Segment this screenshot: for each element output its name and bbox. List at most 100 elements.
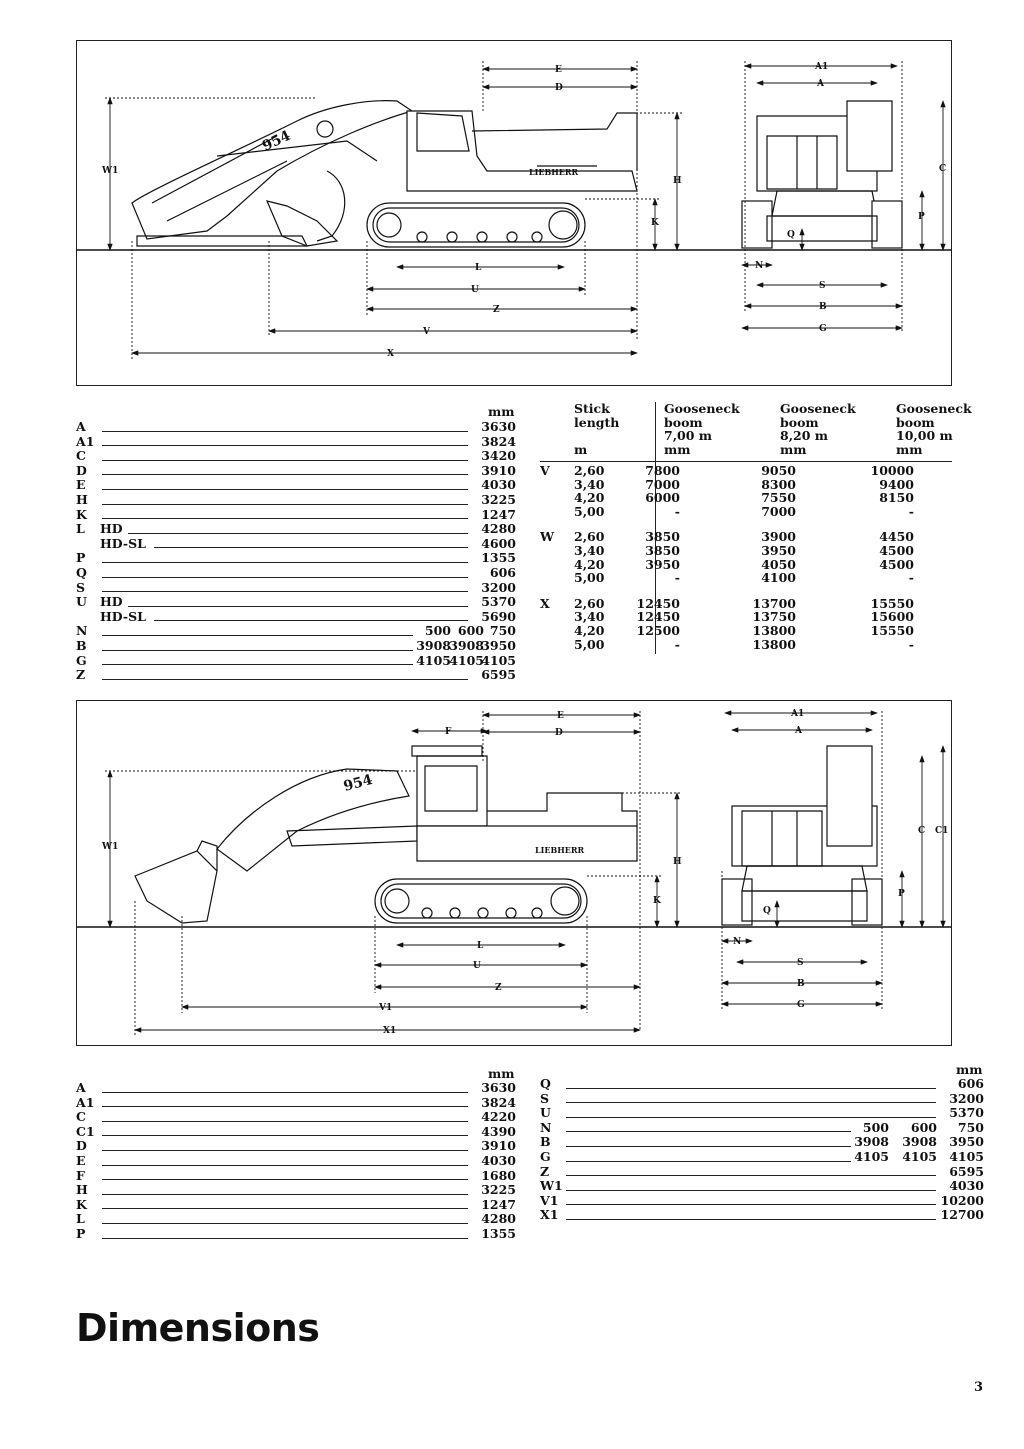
dim-row: C 4220 bbox=[76, 1110, 516, 1125]
dim2-label-d: D bbox=[555, 728, 563, 738]
diagram-backhoe-frame: LIEBHERR bbox=[76, 40, 952, 386]
dim-value: 5370 bbox=[481, 594, 516, 610]
dim-label: S bbox=[76, 579, 86, 595]
stick-value-a: 6000 bbox=[645, 490, 680, 506]
stick-value-a: 12450 bbox=[636, 609, 681, 625]
dim2-label-l: L bbox=[477, 941, 484, 951]
dim-value: 12700 bbox=[940, 1207, 985, 1223]
dim-leader-line bbox=[102, 518, 468, 520]
dim-label: N bbox=[76, 623, 88, 639]
dim-leader-line bbox=[102, 474, 468, 476]
stick-length: 4,20 bbox=[574, 556, 605, 572]
dim-leader-line bbox=[102, 503, 468, 505]
dim-value: 4105 bbox=[854, 1148, 889, 1164]
stick-value-b: 7000 bbox=[761, 503, 796, 519]
stick-value-a: 12500 bbox=[636, 623, 681, 638]
dim-label-g: G bbox=[819, 324, 827, 334]
g1-header-l1: Gooseneck bbox=[664, 401, 740, 416]
dim-leader-line bbox=[566, 1145, 851, 1147]
dim2-label-h: H bbox=[673, 857, 682, 867]
stick-value-b: 9050 bbox=[761, 463, 796, 478]
stick-value-c: 4500 bbox=[879, 543, 914, 558]
dim-label: Z bbox=[540, 1163, 550, 1179]
dim-label: C bbox=[76, 1109, 86, 1125]
dim-label: H bbox=[76, 1182, 88, 1198]
dim-leader-line bbox=[154, 547, 468, 549]
stick-length: 5,00 bbox=[574, 570, 605, 586]
stick-length: 4,20 bbox=[574, 490, 605, 506]
g3-header-l4: mm bbox=[896, 441, 923, 457]
stick-group-label: W bbox=[540, 529, 555, 545]
dim-label-h: H bbox=[673, 176, 682, 186]
stick-length: 3,40 bbox=[574, 543, 605, 558]
g2-header-l1: Gooseneck bbox=[780, 401, 856, 416]
stick-value-a: 12450 bbox=[636, 595, 681, 611]
stick-value-b: 3900 bbox=[761, 529, 796, 545]
dim-label-v: V bbox=[422, 327, 431, 337]
dim-label: C1 bbox=[76, 1123, 95, 1139]
dim-label-b: B bbox=[819, 302, 827, 312]
dim-leader-line bbox=[102, 634, 413, 636]
dim-value: 3630 bbox=[481, 419, 516, 434]
dim-label-a1: A1 bbox=[814, 62, 828, 72]
stick-value-c: 15550 bbox=[870, 595, 915, 611]
dim-value: 4220 bbox=[481, 1109, 516, 1125]
dim-value: 1680 bbox=[481, 1167, 516, 1183]
dim-value: 1247 bbox=[481, 1196, 516, 1212]
dim-label-z: Z bbox=[493, 305, 500, 315]
dim-leader-line bbox=[566, 1102, 936, 1104]
dim-label-s: S bbox=[819, 281, 826, 291]
dim-leader-line bbox=[102, 591, 468, 593]
dim-value: 500 bbox=[424, 623, 451, 639]
stick-value-a: - bbox=[674, 570, 680, 586]
dim-label: A1 bbox=[76, 1094, 95, 1110]
stick-row: 5,00-4100- bbox=[540, 571, 952, 585]
dim-value: 3950 bbox=[949, 1134, 984, 1150]
stick-value-c: - bbox=[908, 570, 914, 586]
dim2-label-x1: X1 bbox=[383, 1026, 396, 1036]
dim2-label-b: B bbox=[797, 979, 805, 989]
diagram-shovel-frame: LIEBHERR bbox=[76, 700, 952, 1046]
dim-leader-line bbox=[102, 1208, 468, 1210]
dim-value: 3950 bbox=[481, 637, 516, 653]
dim-label: W1 bbox=[540, 1178, 563, 1194]
stick-value-c: - bbox=[908, 503, 914, 519]
dim-value: 3824 bbox=[481, 1094, 516, 1110]
dim-label-a: A bbox=[816, 79, 825, 89]
stick-length: 5,00 bbox=[574, 503, 605, 519]
dim2-label-c1: C1 bbox=[935, 826, 948, 836]
stick-length: 3,40 bbox=[574, 476, 605, 492]
dim-leader-line bbox=[102, 1149, 468, 1151]
dim-value: 4280 bbox=[481, 521, 516, 537]
dim-value: 6595 bbox=[949, 1163, 984, 1179]
dim-leader-line bbox=[102, 576, 468, 578]
dim-value: 1355 bbox=[481, 550, 516, 566]
dim-leader-line bbox=[102, 1135, 468, 1137]
dim-label-n: N bbox=[755, 261, 763, 271]
stick-length: 5,00 bbox=[574, 636, 605, 652]
dim2-label-f: F bbox=[445, 727, 452, 737]
dim-value: 3908 bbox=[902, 1134, 937, 1150]
dim-label: B bbox=[76, 637, 87, 653]
g2-header-l4: mm bbox=[780, 441, 807, 457]
g3-header-l3: 10,00 m bbox=[896, 428, 953, 444]
stick-length: 4,20 bbox=[574, 623, 605, 638]
dim-value: 750 bbox=[489, 623, 516, 639]
dim-label: A bbox=[76, 1080, 86, 1095]
dim2-label-z: Z bbox=[495, 983, 502, 993]
table2-right-unit: mm bbox=[956, 1062, 983, 1077]
dim-label: D bbox=[76, 462, 87, 478]
